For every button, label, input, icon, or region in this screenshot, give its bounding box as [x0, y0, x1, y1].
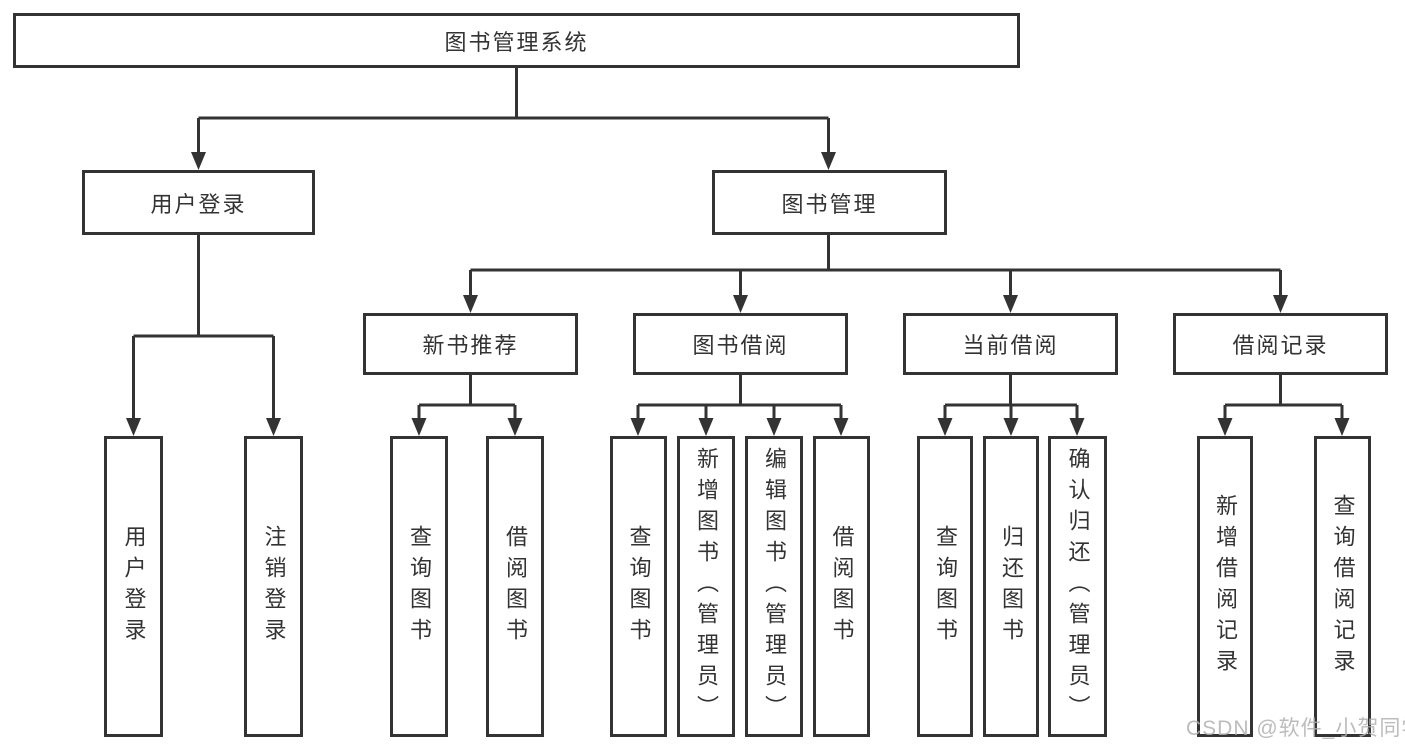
leaf-add-books-admin: 新增图书（管理员） [677, 436, 735, 737]
node-label: 图书借阅 [692, 333, 789, 358]
node-label: 新增借阅记录 [1213, 493, 1238, 680]
leaf-borrow-books-2: 借阅图书 [813, 436, 870, 737]
leaf-user-login: 用户登录 [104, 436, 163, 737]
leaf-query-books-2: 查询图书 [610, 436, 667, 737]
node-label: 新书推荐 [422, 333, 519, 358]
node-borrow-record: 借阅记录 [1173, 313, 1388, 375]
node-label: 查询图书 [933, 524, 958, 649]
node-book-borrow: 图书借阅 [633, 313, 848, 375]
node-new-book-recommend: 新书推荐 [363, 313, 578, 375]
leaf-query-borrow-record: 查询借阅记录 [1314, 436, 1371, 737]
leaf-return-books: 归还图书 [983, 436, 1039, 737]
node-book-management: 图书管理 [712, 170, 947, 235]
leaf-query-books-1: 查询图书 [390, 436, 448, 737]
leaf-borrow-books-1: 借阅图书 [486, 436, 544, 737]
node-label: 注销登录 [261, 524, 287, 649]
node-label: 当前借阅 [962, 333, 1059, 358]
leaf-add-borrow-record: 新增借阅记录 [1197, 436, 1253, 737]
node-book-management-system: 图书管理系统 [13, 13, 1020, 68]
node-label: 归还图书 [999, 524, 1024, 649]
node-current-borrow: 当前借阅 [903, 313, 1118, 375]
csdn-watermark: CSDN @软件_小贺同学 [1186, 717, 1405, 740]
node-label: 借阅记录 [1232, 333, 1329, 358]
node-label: 图书管理 [781, 191, 878, 217]
leaf-edit-books-admin: 编辑图书（管理员） [745, 436, 803, 737]
node-label: 查询借阅记录 [1330, 493, 1356, 680]
node-label: 借阅图书 [503, 524, 528, 649]
leaf-query-books-3: 查询图书 [917, 436, 973, 737]
leaf-confirm-return-admin: 确认归还（管理员） [1048, 436, 1107, 737]
node-label: 借阅图书 [829, 524, 855, 649]
node-label: 图书管理系统 [444, 29, 589, 55]
node-label: 新增图书（管理员） [694, 447, 719, 726]
leaf-logout: 注销登录 [244, 436, 303, 737]
node-label: 用户登录 [121, 524, 147, 649]
node-label: 查询图书 [407, 524, 432, 649]
node-label: 编辑图书（管理员） [762, 447, 787, 726]
node-label: 确认归还（管理员） [1065, 447, 1091, 726]
node-label: 用户登录 [150, 191, 247, 217]
node-user-login: 用户登录 [82, 170, 315, 235]
node-label: 查询图书 [626, 524, 652, 649]
